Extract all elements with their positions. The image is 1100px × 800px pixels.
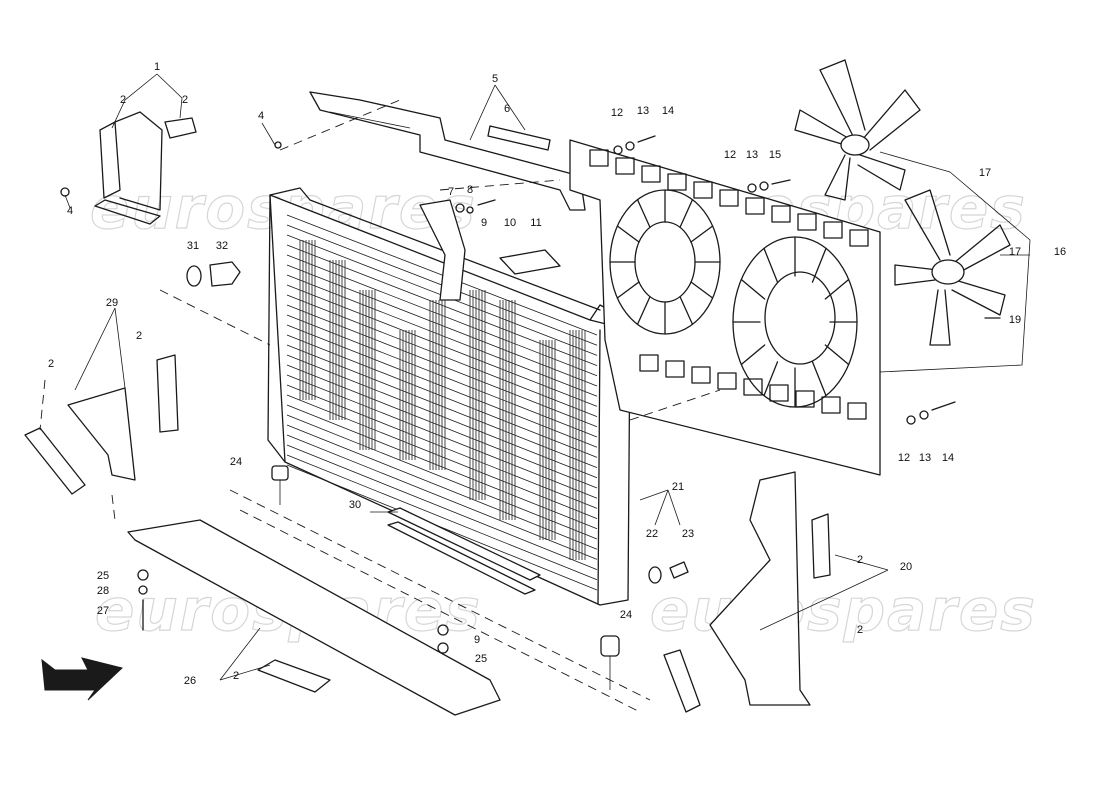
fan-shroud [569, 139, 881, 476]
part-number-label: 1 [154, 61, 160, 73]
direction-arrow [41, 657, 124, 701]
part-number-label: 24 [230, 456, 242, 468]
part-number-label: 24 [620, 609, 632, 621]
part-number-label: 29 [106, 297, 118, 309]
seal-strip-20a [811, 513, 831, 579]
foam-strip-top [487, 125, 551, 151]
seal-strip-26 [257, 659, 331, 693]
part-number-label: 4 [258, 110, 264, 122]
part-number-label: 26 [184, 675, 196, 687]
seal-strip-2b [156, 354, 179, 433]
fan-blade-lower [894, 189, 1011, 346]
seal-ring-31 [186, 265, 202, 287]
part-number-label: 13 [746, 149, 758, 161]
part-number-label: 4 [67, 205, 73, 217]
part-number-label: 19 [1009, 314, 1021, 326]
part-number-label: 9 [481, 217, 487, 229]
top-mounting-rail [309, 91, 586, 211]
radiator-top-bracket [419, 199, 466, 301]
part-number-label: 32 [216, 240, 228, 252]
part-number-label: 2 [857, 554, 863, 566]
watermark-group: eurospares eurospares eurospares eurospa… [89, 173, 1037, 644]
part-number-label: 10 [504, 217, 516, 229]
part-number-label: 16 [1054, 246, 1066, 258]
seal-strip-2a [24, 427, 86, 495]
part-number-label: 9 [474, 634, 480, 646]
part-number-label: 28 [97, 585, 109, 597]
part-number-label: 14 [662, 105, 674, 117]
part-number-label: 12 [898, 452, 910, 464]
mount-bush-left [271, 465, 289, 505]
left-upper-bracket [94, 111, 197, 225]
part-number-label: 14 [942, 452, 954, 464]
part-number-label: 2 [233, 670, 239, 682]
lower-deflector-29 [67, 387, 136, 481]
alignment-lines [39, 99, 721, 713]
radiator-hatching [299, 240, 586, 560]
foam-strip-30a [387, 507, 541, 581]
part-number-label: 25 [97, 570, 109, 582]
part-number-label: 15 [769, 149, 781, 161]
part-number-label: 2 [120, 94, 126, 106]
part-number-label: 12 [611, 107, 623, 119]
mount-bush-right [600, 635, 620, 690]
thermo-switch-32 [209, 261, 241, 287]
fan-blade-upper [794, 59, 921, 201]
part-number-label: 12 [724, 149, 736, 161]
rubber-pad [499, 249, 561, 275]
part-number-label: 22 [646, 528, 658, 540]
part-number-label: 11 [530, 217, 541, 229]
part-number-label: 17 [1009, 246, 1021, 258]
part-number-label: 5 [492, 73, 498, 85]
part-number-label: 17 [979, 167, 991, 179]
part-number-label: 23 [682, 528, 694, 540]
part-number-label: 30 [349, 499, 361, 511]
leader-lines [64, 73, 1031, 681]
part-number-label: 2 [48, 358, 54, 370]
side-bracket-20 [709, 471, 811, 706]
part-number-label: 27 [97, 605, 109, 617]
part-number-label: 25 [475, 653, 487, 665]
part-number-label: 2 [136, 330, 142, 342]
part-number-label: 20 [900, 561, 912, 573]
fasteners [60, 135, 1001, 654]
part-number-label: 13 [919, 452, 931, 464]
part-number-label: 13 [637, 105, 649, 117]
radiator-core [267, 187, 631, 606]
watermark-text: eurospares [650, 576, 1037, 644]
foam-strip-30b [387, 521, 536, 595]
part-number-label: 21 [672, 481, 684, 493]
part-number-label: 6 [504, 103, 510, 115]
seal-strip-20b [663, 649, 701, 713]
part-number-label: 2 [182, 94, 188, 106]
bottom-plate [127, 519, 501, 716]
part-number-label: 8 [467, 184, 473, 196]
part-number-label: 31 [187, 240, 199, 252]
part-number-label: 2 [857, 624, 863, 636]
part-number-label: 7 [448, 186, 454, 198]
